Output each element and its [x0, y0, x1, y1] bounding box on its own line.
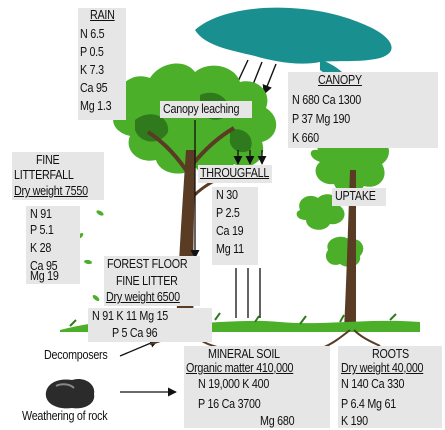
fine-litterfall-row: K 28 [30, 242, 51, 255]
throughfall-row: Mg 11 [216, 243, 244, 256]
throughfall-row: N 30 [216, 189, 238, 202]
forest-floor-row: P 5 Ca 96 [112, 327, 157, 340]
roots-title: ROOTS [372, 348, 409, 361]
fine-litterfall-dry-weight: Dry weight 7550 [14, 185, 88, 198]
fine-litterfall-row: Mg 19 [30, 270, 59, 283]
throughfall-row: P 2.5 [216, 207, 240, 220]
forest-floor-subtitle: FINE LITTER [116, 275, 178, 288]
rock-icon [46, 379, 94, 408]
canopy-leaching-label: Canopy leaching [163, 103, 239, 116]
rain-row: Mg 1.3 [80, 100, 111, 113]
roots-row: P 6.4 Mg 61 [341, 398, 396, 411]
uptake-label: UPTAKE [335, 190, 376, 203]
fine-litterfall-title: FINE [36, 154, 59, 167]
rain-row: K 7.3 [80, 64, 104, 77]
roots-row: N 140 Ca 330 [341, 378, 404, 391]
rain-row: N 6.5 [80, 28, 104, 41]
forest-floor-title: FOREST FLOOR [107, 258, 187, 271]
canopy-title: CANOPY [318, 74, 362, 87]
fine-litterfall-row: P 5.1 [30, 224, 54, 237]
mineral-soil-organic-matter: Organic matter 410,000 [186, 362, 293, 375]
roots-row: K 190 [341, 415, 368, 428]
mineral-soil-row: Mg 680 [260, 415, 294, 428]
decomposers-arrow [120, 340, 158, 356]
weathering-label: Weathering of rock [22, 410, 107, 423]
fine-litterfall-row: N 91 [30, 208, 52, 221]
rain-row: P 0.5 [80, 46, 104, 59]
canopy-row: K 660 [292, 132, 319, 145]
fine-litterfall-title: LITTERFALL [14, 169, 74, 182]
mineral-soil-row: P 16 Ca 3700 [198, 398, 260, 411]
rain-title: RAIN [90, 9, 115, 22]
mineral-soil-row: N 19,000 K 400 [198, 378, 269, 391]
decomposers-label: Decomposers [44, 349, 107, 362]
roots-dry-weight: Dry weight 40,000 [341, 362, 423, 375]
small-tree-icon [297, 123, 389, 330]
rain-row: Ca 95 [80, 82, 107, 95]
forest-floor-dry-weight: Dry weight 6500 [106, 291, 180, 304]
canopy-row: P 37 Mg 190 [292, 113, 350, 126]
forest-floor-row: N 91 K 11 Mg 15 [92, 310, 168, 323]
throughfall-row: Ca 19 [216, 225, 243, 238]
canopy-row: N 680 Ca 1300 [292, 94, 361, 107]
throughfall-title: THROUGFALL [200, 167, 269, 180]
mineral-soil-title: MINERAL SOIL [208, 348, 280, 361]
